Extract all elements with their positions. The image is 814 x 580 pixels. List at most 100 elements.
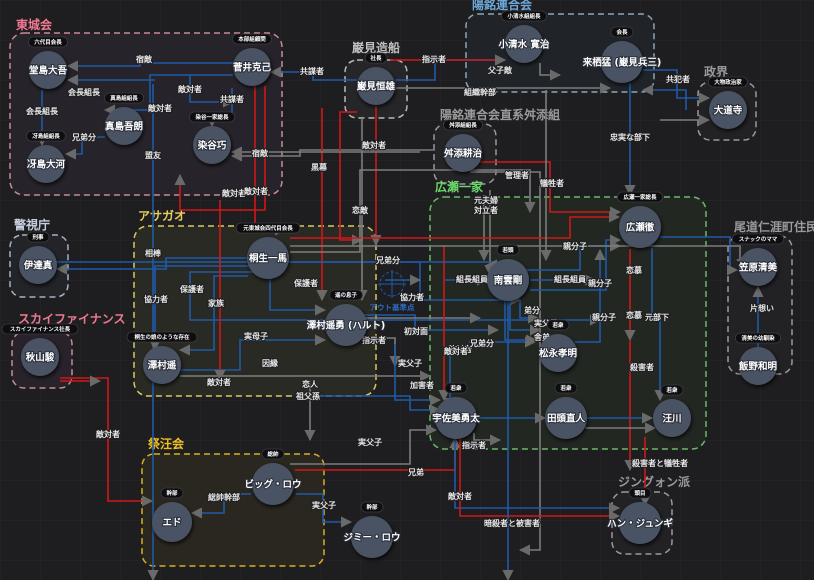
edge-label: 親分子 — [588, 278, 612, 288]
node-name: 汪川 — [662, 413, 681, 425]
edge-label: 実父子 — [312, 500, 336, 510]
edge-label: 加害者 — [409, 380, 434, 390]
node-circle — [539, 334, 577, 372]
edge-label: 保護者 — [179, 284, 204, 294]
edge-label: 実父子 — [358, 437, 382, 447]
node-badge-text: 幹部 — [166, 489, 178, 497]
node-name: エド — [162, 518, 181, 529]
node-name: 南雲剛 — [494, 275, 523, 287]
edge-label: 組織幹部 — [464, 87, 496, 97]
node-circle — [653, 399, 691, 437]
node-sawamura_haruto[interactable]: 澤村遥勇 (ハルト)遥の息子 — [306, 289, 386, 346]
group-title-sky: スカイファイナンス — [18, 312, 126, 326]
edge-label: 片想い — [750, 303, 774, 313]
node-badge — [329, 289, 363, 301]
edge-e45 — [530, 234, 622, 291]
node-badge-text: 遥の息子 — [335, 291, 358, 299]
group-title-asagao: アサガオ — [138, 208, 186, 223]
node-badge-text: スカイファイナンス社長 — [10, 325, 71, 333]
edge-label: 恋慕 — [626, 310, 642, 320]
node-badge — [232, 33, 272, 45]
node-akiyama[interactable]: 秋山駿 スカイファイナンス社長 — [1, 323, 79, 376]
node-badge — [160, 487, 184, 499]
edge-label: 祖父孫 — [295, 391, 320, 401]
edge-e13 — [539, 63, 562, 81]
edge-e28 — [178, 275, 248, 356]
edge-e25 — [55, 257, 247, 275]
origin-marker: アウト基準点 — [370, 270, 415, 312]
group-asagao: アサガオ — [133, 208, 377, 397]
node-badge-text: 社長 — [369, 54, 382, 62]
edge-label: 因縁 — [262, 358, 278, 368]
node-name: 秋山駿 — [25, 352, 55, 364]
node-badge — [500, 10, 547, 22]
edge-label: 対立者 — [473, 205, 498, 215]
edge-labels-layer: 宿敵会長組長会長組長敵対者兄弟分盟友敵対者共謀者宿敵敵対者共謀者指示者父子敵組織… — [25, 53, 775, 529]
edge-label: 共謀者 — [220, 94, 244, 104]
node-badge-text: 元東城会四代目会長 — [243, 224, 293, 232]
group-title-keishicho: 警視庁 — [13, 217, 50, 232]
edge-label: 殺害者と犠牲者 — [631, 458, 688, 468]
node-circle — [247, 237, 289, 279]
group-title-saio: 祭汪会 — [147, 436, 185, 451]
edge-label: 恋慕 — [626, 265, 642, 275]
node-circle — [193, 126, 231, 164]
node-name: 舛添耕治 — [444, 148, 483, 160]
node-badge-text: 刑事 — [32, 233, 44, 241]
edge-label: 恋人 — [302, 379, 319, 389]
node-badge — [731, 233, 785, 245]
edge-e65 — [290, 424, 438, 465]
edge-label: 兄弟分 — [469, 338, 494, 348]
edge-e64 — [296, 493, 353, 528]
node-name: 堂島大吾 — [29, 65, 68, 77]
edge-label: 実父子 — [398, 358, 422, 368]
node-name: 広瀬徹 — [626, 222, 655, 234]
edge-label: 殺害者 — [629, 362, 654, 372]
node-circle — [143, 346, 181, 384]
node-badge-text: 幹部 — [366, 503, 378, 511]
edge-e58 — [473, 433, 502, 446]
edge-label: 会長組長 — [26, 106, 59, 116]
node-badge-text: 冴島組組長 — [32, 132, 60, 140]
node-badge-text: 小清水組組長 — [507, 12, 541, 20]
node-kurusu[interactable]: 来栖猛 (巌見兵三)会長 — [581, 26, 662, 83]
node-koshimizu[interactable]: 小清水 寛治 小清水組組長 — [497, 10, 551, 63]
edge-e51 — [519, 300, 540, 324]
node-name: ハン・ジュンギ — [607, 518, 673, 530]
node-circle — [709, 91, 747, 129]
edge-e22 — [470, 161, 622, 218]
node-name: 小清水 寛治 — [498, 39, 550, 51]
edge-e53 — [504, 300, 538, 346]
node-circle — [357, 67, 395, 105]
node-circle — [444, 134, 482, 172]
edge-e29 — [269, 278, 327, 316]
node-name: ビッグ・ロウ — [244, 479, 301, 491]
node-name: 笠原清美 — [738, 262, 778, 274]
node-circle — [325, 304, 367, 346]
edge-label: 指示者 — [422, 54, 446, 64]
